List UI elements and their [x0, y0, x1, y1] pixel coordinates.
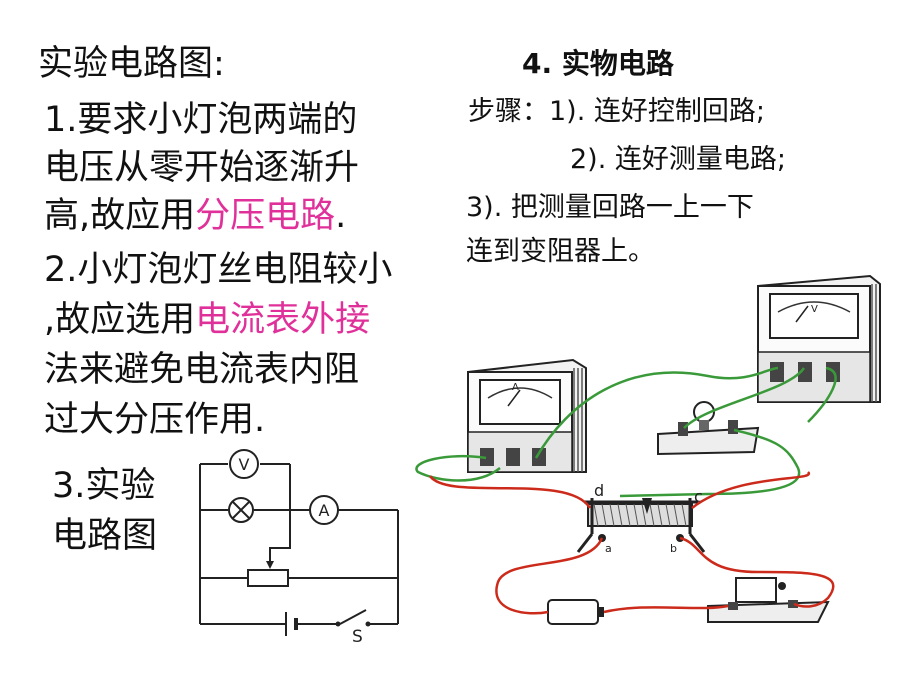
schematic-diagram: V A S	[199, 449, 399, 644]
point3-line1: 3.实验	[52, 466, 156, 506]
point1-line3-end: .	[335, 196, 347, 236]
step-3-line1: 3). 把测量回路一上一下	[466, 192, 754, 223]
terminal-a-label: a	[605, 542, 612, 555]
step-1: 1). 连好控制回路;	[549, 96, 765, 127]
point1-line3: 高,故应用分压电路.	[44, 194, 346, 238]
point2-line2-text: ,故应选用	[44, 300, 196, 340]
point1-line3-text: 高,故应用	[44, 196, 196, 236]
steps-line1: 步骤：1). 连好控制回路;	[468, 94, 765, 130]
point1-line2: 电压从零开始逐渐升	[44, 148, 360, 188]
switch-label: S	[352, 627, 363, 644]
highlight-voltage-divider: 分压电路	[195, 196, 336, 236]
lamp-icon	[228, 497, 254, 523]
point2-line1: 2.小灯泡灯丝电阻较小	[44, 250, 393, 290]
terminal-c-label: c	[694, 487, 703, 506]
left-title: 实验电路图:	[38, 44, 225, 84]
steps-label: 步骤：	[468, 96, 549, 127]
schematic-voltmeter: V	[229, 449, 259, 479]
ammeter-device: A	[467, 358, 587, 473]
terminal-b-label: b	[670, 542, 677, 555]
battery-device	[547, 599, 604, 625]
voltmeter-device-label: V	[811, 304, 818, 315]
switch-contact	[365, 621, 371, 627]
switch-pivot	[335, 621, 341, 627]
bulb-device	[657, 401, 760, 456]
point3-line2: 电路图	[52, 516, 158, 556]
physical-circuit-illustration: A V	[415, 274, 881, 625]
step-3-line2: 连到变阻器上。	[466, 236, 655, 267]
red-wires	[428, 471, 835, 615]
schematic-ammeter: A	[309, 495, 339, 525]
terminal-d-label: d	[594, 481, 604, 500]
point2-line4: 过大分压作用.	[44, 400, 266, 440]
switch-device	[707, 577, 830, 623]
schematic-ammeter-label: A	[319, 501, 330, 520]
green-wires	[415, 366, 837, 498]
point2-line3: 法来避免电流表内阻	[44, 350, 360, 390]
voltmeter-device: V	[757, 274, 881, 403]
step-2: 2). 连好测量电路;	[570, 144, 786, 175]
ammeter-device-label: A	[512, 382, 519, 393]
right-title: 4. 实物电路	[522, 47, 674, 80]
point2-line2: ,故应选用电流表外接	[44, 298, 370, 342]
rheostat-device: d c a b	[576, 481, 706, 555]
slider-arrow-icon	[266, 561, 274, 569]
schematic-voltmeter-label: V	[239, 455, 250, 474]
highlight-external-ammeter: 电流表外接	[195, 300, 371, 340]
point1-line1: 1.要求小灯泡两端的	[44, 100, 358, 140]
